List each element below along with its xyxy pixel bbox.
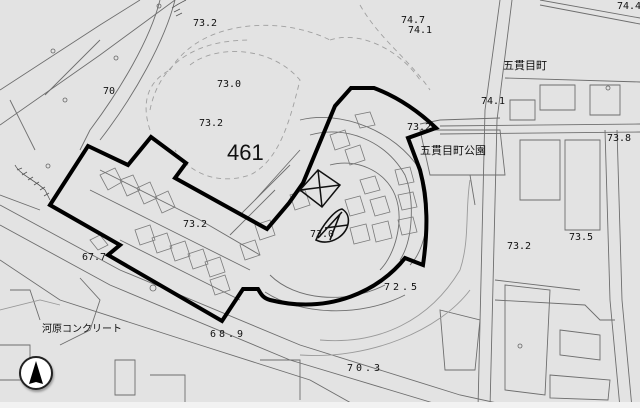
elevation-label: 74.1 bbox=[408, 25, 433, 36]
crossed-half-circle-icon bbox=[314, 208, 350, 243]
town-name-label: 五貫目町 bbox=[503, 59, 547, 72]
bottom-strip bbox=[0, 402, 640, 408]
elevation-label: 73.2 bbox=[507, 241, 532, 252]
elevation-label: 73.0 bbox=[217, 79, 242, 90]
elevation-label: 73.2 bbox=[183, 219, 208, 230]
parcel-boundary bbox=[47, 86, 440, 324]
parcel-number: 461 bbox=[227, 140, 264, 165]
company-name-label: 河原コンクリート bbox=[42, 324, 122, 335]
elevation-label: 73.0 bbox=[310, 229, 335, 240]
elevation-label: 72.5 bbox=[384, 282, 421, 293]
elevation-label: 73.8 bbox=[607, 133, 632, 144]
elevation-label: 73.2 bbox=[199, 118, 224, 129]
elevation-label: 74.4 bbox=[617, 1, 640, 12]
elevation-label: 73.5 bbox=[569, 232, 594, 243]
elevation-label: 73.2 bbox=[407, 122, 432, 133]
elevation-label: 70 bbox=[103, 86, 116, 97]
north-arrow-icon bbox=[19, 356, 53, 390]
elevation-label: 68.9 bbox=[210, 329, 247, 340]
elevation-label: 74.1 bbox=[481, 96, 506, 107]
elevation-label: 73.2 bbox=[193, 18, 218, 29]
elevation-label: 70.3 bbox=[347, 363, 384, 374]
elevation-label: 74.7 bbox=[401, 15, 426, 26]
park-name-label: 五貫目町公園 bbox=[420, 144, 486, 157]
crossed-box-icon bbox=[298, 169, 342, 209]
elevation-label: 67.7 bbox=[82, 252, 107, 263]
